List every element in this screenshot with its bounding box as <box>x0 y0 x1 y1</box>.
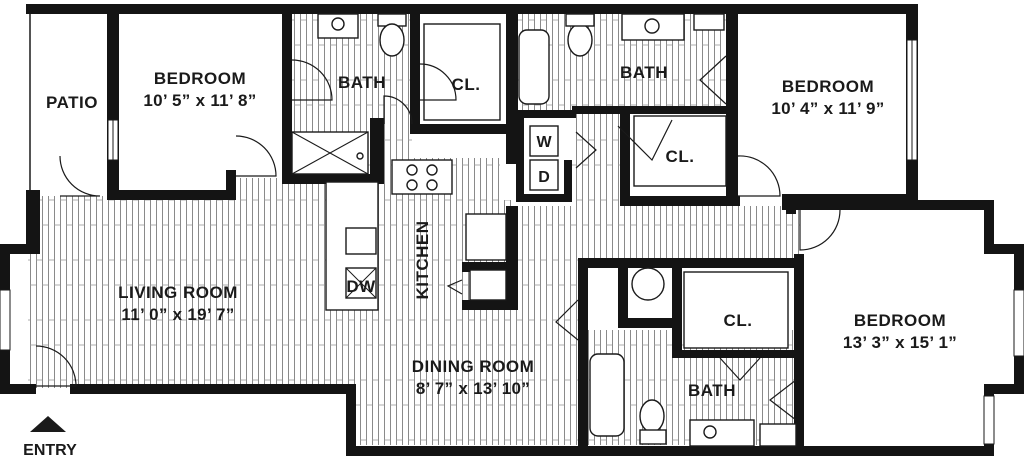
closet-3-label: CL. <box>724 311 753 330</box>
bedroom-3-label: BEDROOM <box>854 311 946 330</box>
entry-label: ENTRY <box>23 442 77 459</box>
living-room-dims: 11’ 0” x 19’ 7” <box>121 305 234 324</box>
labels: PATIO BEDROOM 10’ 5” x 11’ 8” BATH CL. B… <box>23 63 957 459</box>
kitchen-label: KITCHEN <box>413 220 432 299</box>
fixtures <box>0 13 1024 447</box>
bedroom-2-dims: 10’ 4” x 11’ 9” <box>771 99 884 118</box>
dishwasher-label: DW <box>346 277 376 296</box>
bath-1-label: BATH <box>338 73 386 92</box>
living-room-label: LIVING ROOM <box>118 283 238 302</box>
bedroom-3-dims: 13’ 3” x 15’ 1” <box>843 333 957 352</box>
patio-label: PATIO <box>46 93 98 112</box>
closet-1-label: CL. <box>452 75 481 94</box>
bath-3-label: BATH <box>688 381 736 400</box>
walls[interactable] <box>0 4 1024 456</box>
dining-room-label: DINING ROOM <box>412 357 535 376</box>
bedroom-1-label: BEDROOM <box>154 69 246 88</box>
bath-2-label: BATH <box>620 63 668 82</box>
bedroom-2-label: BEDROOM <box>782 77 874 96</box>
entry-arrow-icon <box>30 416 66 432</box>
closet-2-label: CL. <box>666 147 695 166</box>
dryer-label: D <box>538 169 550 186</box>
dining-room-dims: 8’ 7” x 13’ 10” <box>416 379 530 398</box>
washer-label: W <box>536 134 552 151</box>
bedroom-1-dims: 10’ 5” x 11’ 8” <box>143 91 256 110</box>
